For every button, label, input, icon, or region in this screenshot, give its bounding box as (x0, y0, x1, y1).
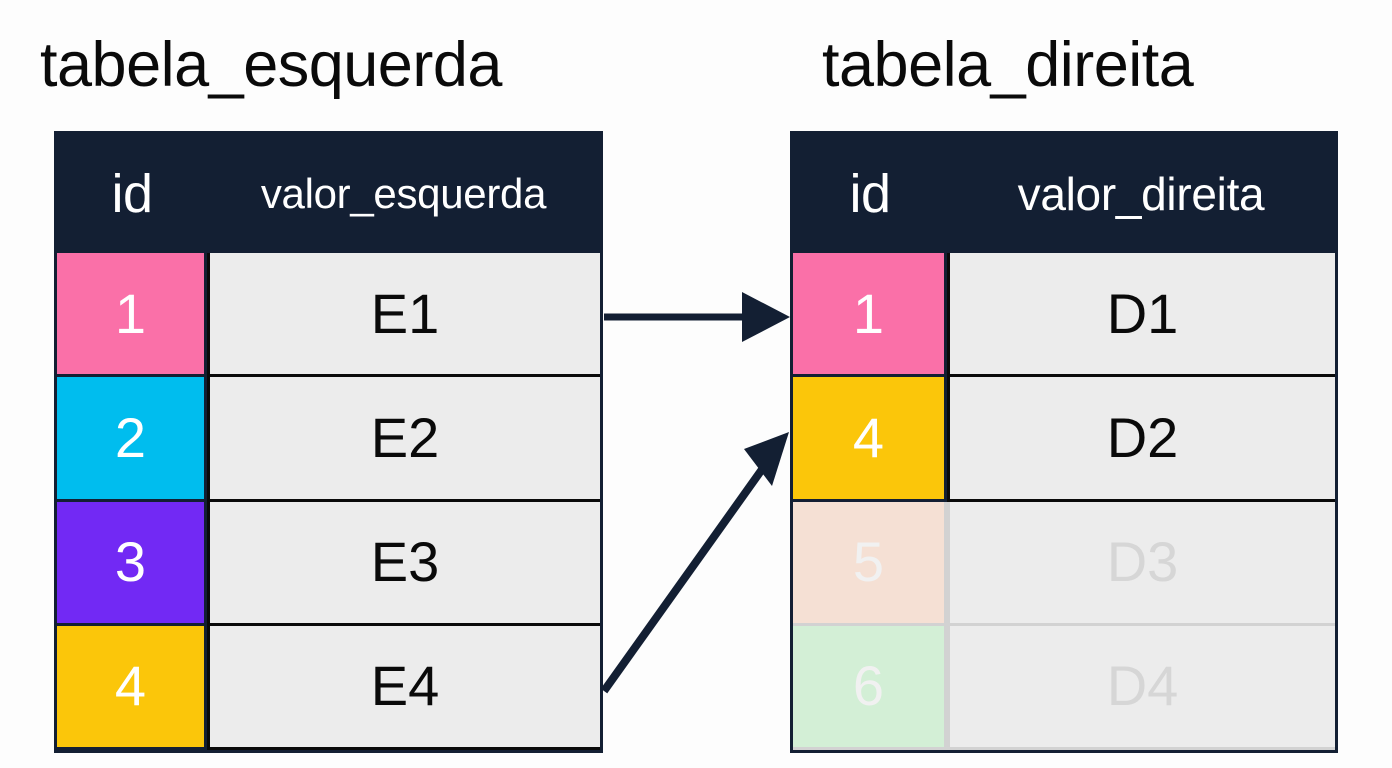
cell-value: D2 (947, 377, 1335, 502)
cell-value: E2 (207, 377, 600, 502)
arrow-match-1-to-1 (604, 292, 790, 342)
cell-value: D3 (947, 501, 1335, 626)
right-header-id: id (849, 163, 891, 224)
cell-value: E4 (207, 625, 600, 750)
arrow-match-4-to-4 (600, 432, 789, 694)
cell-value: E3 (207, 501, 600, 626)
cell-value: D4 (947, 625, 1335, 750)
left-table-header-row: id valor_esquerda (57, 134, 600, 253)
cell-value: E1 (207, 253, 600, 378)
cell-id: 4 (793, 377, 947, 502)
cell-id: 1 (793, 253, 947, 378)
right-table-title: tabela_direita (822, 30, 1194, 100)
right-table-header-row: id valor_direita (793, 134, 1335, 253)
cell-id: 5 (793, 501, 947, 626)
cell-id: 4 (57, 625, 207, 750)
left-header-valor: valor_esquerda (260, 169, 547, 217)
left-table-title: tabela_esquerda (40, 30, 502, 100)
right-header-valor: valor_direita (1017, 167, 1265, 220)
cell-id: 3 (57, 501, 207, 626)
cell-id: 6 (793, 625, 947, 750)
left-header-id: id (111, 163, 153, 224)
cell-value: D1 (947, 253, 1335, 378)
cell-id: 1 (57, 253, 207, 378)
cell-id: 2 (57, 377, 207, 502)
